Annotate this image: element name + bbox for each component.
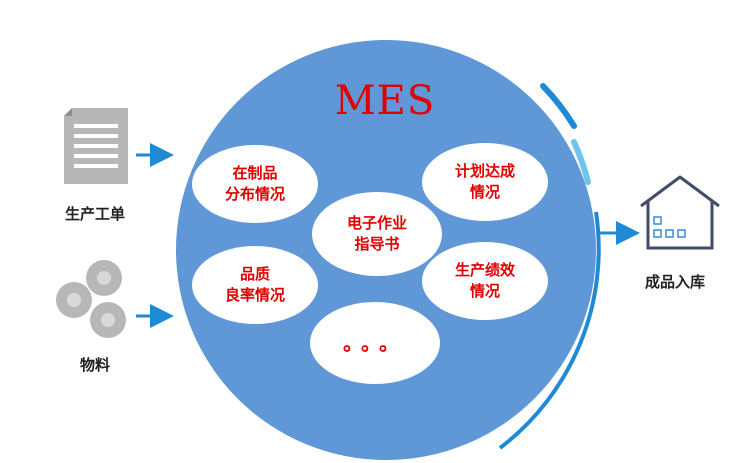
module-label: 计划达成 情况 (454, 162, 515, 201)
module-label: 生产绩效 情况 (454, 261, 515, 300)
outer-arc-main (498, 211, 601, 450)
cylinder-stack-icon (56, 260, 126, 338)
module-more: 。。。 (310, 302, 440, 384)
module-electronic-work-instruction: 电子作业 指导书 (312, 192, 442, 276)
module-label: 电子作业 指导书 (346, 214, 407, 253)
document-icon (64, 108, 128, 184)
outer-arc-segment-top (540, 83, 577, 129)
finished-goods-storage-label: 成品入库 (644, 273, 705, 291)
material-label: 物料 (79, 356, 110, 374)
module-wip-distribution: 在制品 分布情况 (192, 145, 318, 223)
mes-title: MES (334, 78, 436, 124)
production-order-label: 生产工单 (64, 205, 125, 223)
module-plan-achievement: 计划达成 情况 (422, 143, 548, 221)
module-label: 。。。 (343, 330, 407, 355)
module-label: 在制品 分布情况 (224, 164, 285, 203)
outer-arc-segment-light (571, 139, 591, 185)
module-production-performance: 生产绩效 情况 (422, 242, 548, 320)
warehouse-house-icon (640, 175, 720, 250)
module-label: 品质 良率情况 (224, 265, 285, 304)
module-quality-yield: 品质 良率情况 (192, 246, 318, 324)
